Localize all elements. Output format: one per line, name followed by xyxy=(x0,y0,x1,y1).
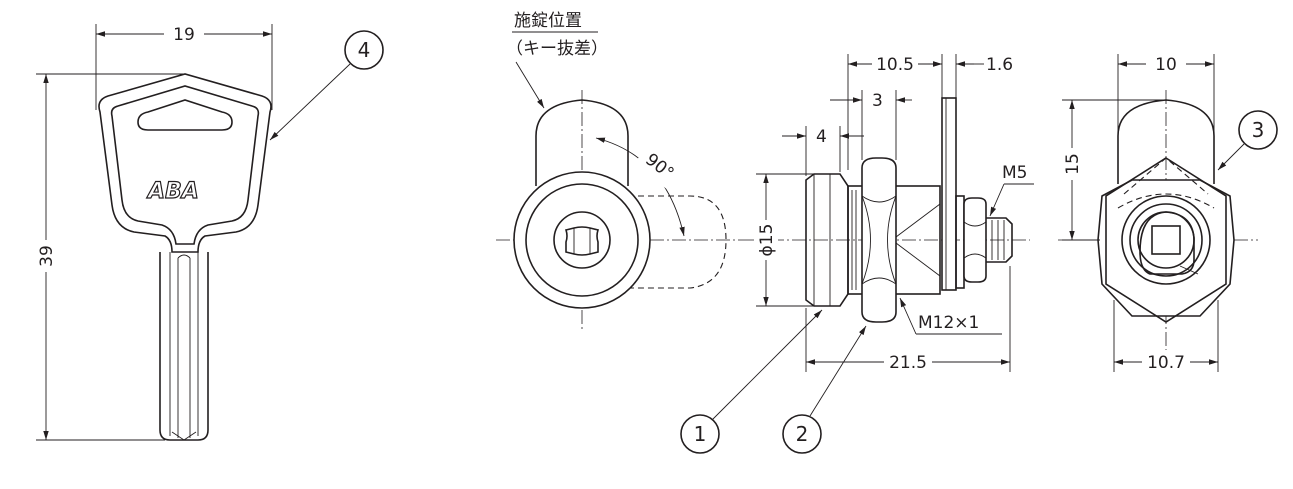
dim-21-5-label: 21.5 xyxy=(889,353,927,373)
dim-phi15-label: ϕ15 xyxy=(757,224,777,257)
callout-1-label: 1 xyxy=(694,422,707,446)
callout-4: 4 xyxy=(269,30,384,141)
rear-body xyxy=(1121,195,1211,285)
dim-15-label: 15 xyxy=(1063,153,1083,175)
dim-15: 15 xyxy=(1060,99,1166,241)
key-insert-note: （キー抜差） xyxy=(506,39,608,59)
dim-1-6-label: 1.6 xyxy=(986,55,1013,75)
front-note: 施錠位置 （キー抜差） xyxy=(506,11,608,109)
key-head: ABA xyxy=(98,73,272,253)
dim-10: 10 xyxy=(1117,54,1215,132)
side-washer xyxy=(955,195,965,289)
callout-3-label: 3 xyxy=(1252,118,1265,142)
dim-10-5: 10.5 xyxy=(847,54,943,170)
key-height-label: 39 xyxy=(37,245,57,267)
key-height-dimension: 39 xyxy=(34,73,186,441)
callout-4-label: 4 xyxy=(358,38,371,62)
dim-10-5-label: 10.5 xyxy=(876,55,914,75)
dim-m5-label: M5 xyxy=(1002,163,1027,183)
side-small-nut xyxy=(963,197,987,283)
dim-thread: M12×1 xyxy=(899,297,1002,335)
dim-21-5: 21.5 xyxy=(805,266,1011,373)
side-screw xyxy=(986,217,1013,263)
dim-thread-label: M12×1 xyxy=(918,313,979,333)
front-body xyxy=(513,171,651,309)
dim-3-label: 3 xyxy=(872,91,883,111)
callout-1: 1 xyxy=(680,309,823,454)
key-width-label: 19 xyxy=(173,25,195,45)
front-cam xyxy=(535,99,629,186)
dim-phi15: ϕ15 xyxy=(754,173,814,307)
side-cam-plate xyxy=(941,97,957,291)
rear-hex-nut xyxy=(1097,157,1235,323)
dim-1-6: 1.6 xyxy=(928,54,1013,98)
key-logo: ABA xyxy=(146,179,199,204)
callout-3: 3 xyxy=(1217,110,1278,171)
callout-2: 2 xyxy=(782,325,867,454)
side-hex-nut xyxy=(861,157,897,323)
lock-position-note: 施錠位置 xyxy=(514,11,582,31)
dim-10-label: 10 xyxy=(1155,55,1177,75)
dim-4: 4 xyxy=(782,126,864,176)
key-width-dimension: 19 xyxy=(95,24,273,110)
key-view: ABA 19 39 4 xyxy=(34,24,384,441)
callout-2-label: 2 xyxy=(796,422,809,446)
rear-view: 10 15 10.7 3 xyxy=(1058,54,1278,373)
dim-10-7-label: 10.7 xyxy=(1147,353,1185,373)
dim-3: 3 xyxy=(830,90,912,160)
front-view: 施錠位置 （キー抜差） 90° xyxy=(496,11,748,330)
dim-4-label: 4 xyxy=(816,127,827,147)
dim-10-7: 10.7 xyxy=(1113,300,1219,373)
key-blade xyxy=(159,252,209,441)
side-view: 10.5 1.6 3 4 xyxy=(680,54,1034,454)
dim-m5: M5 xyxy=(989,163,1034,217)
